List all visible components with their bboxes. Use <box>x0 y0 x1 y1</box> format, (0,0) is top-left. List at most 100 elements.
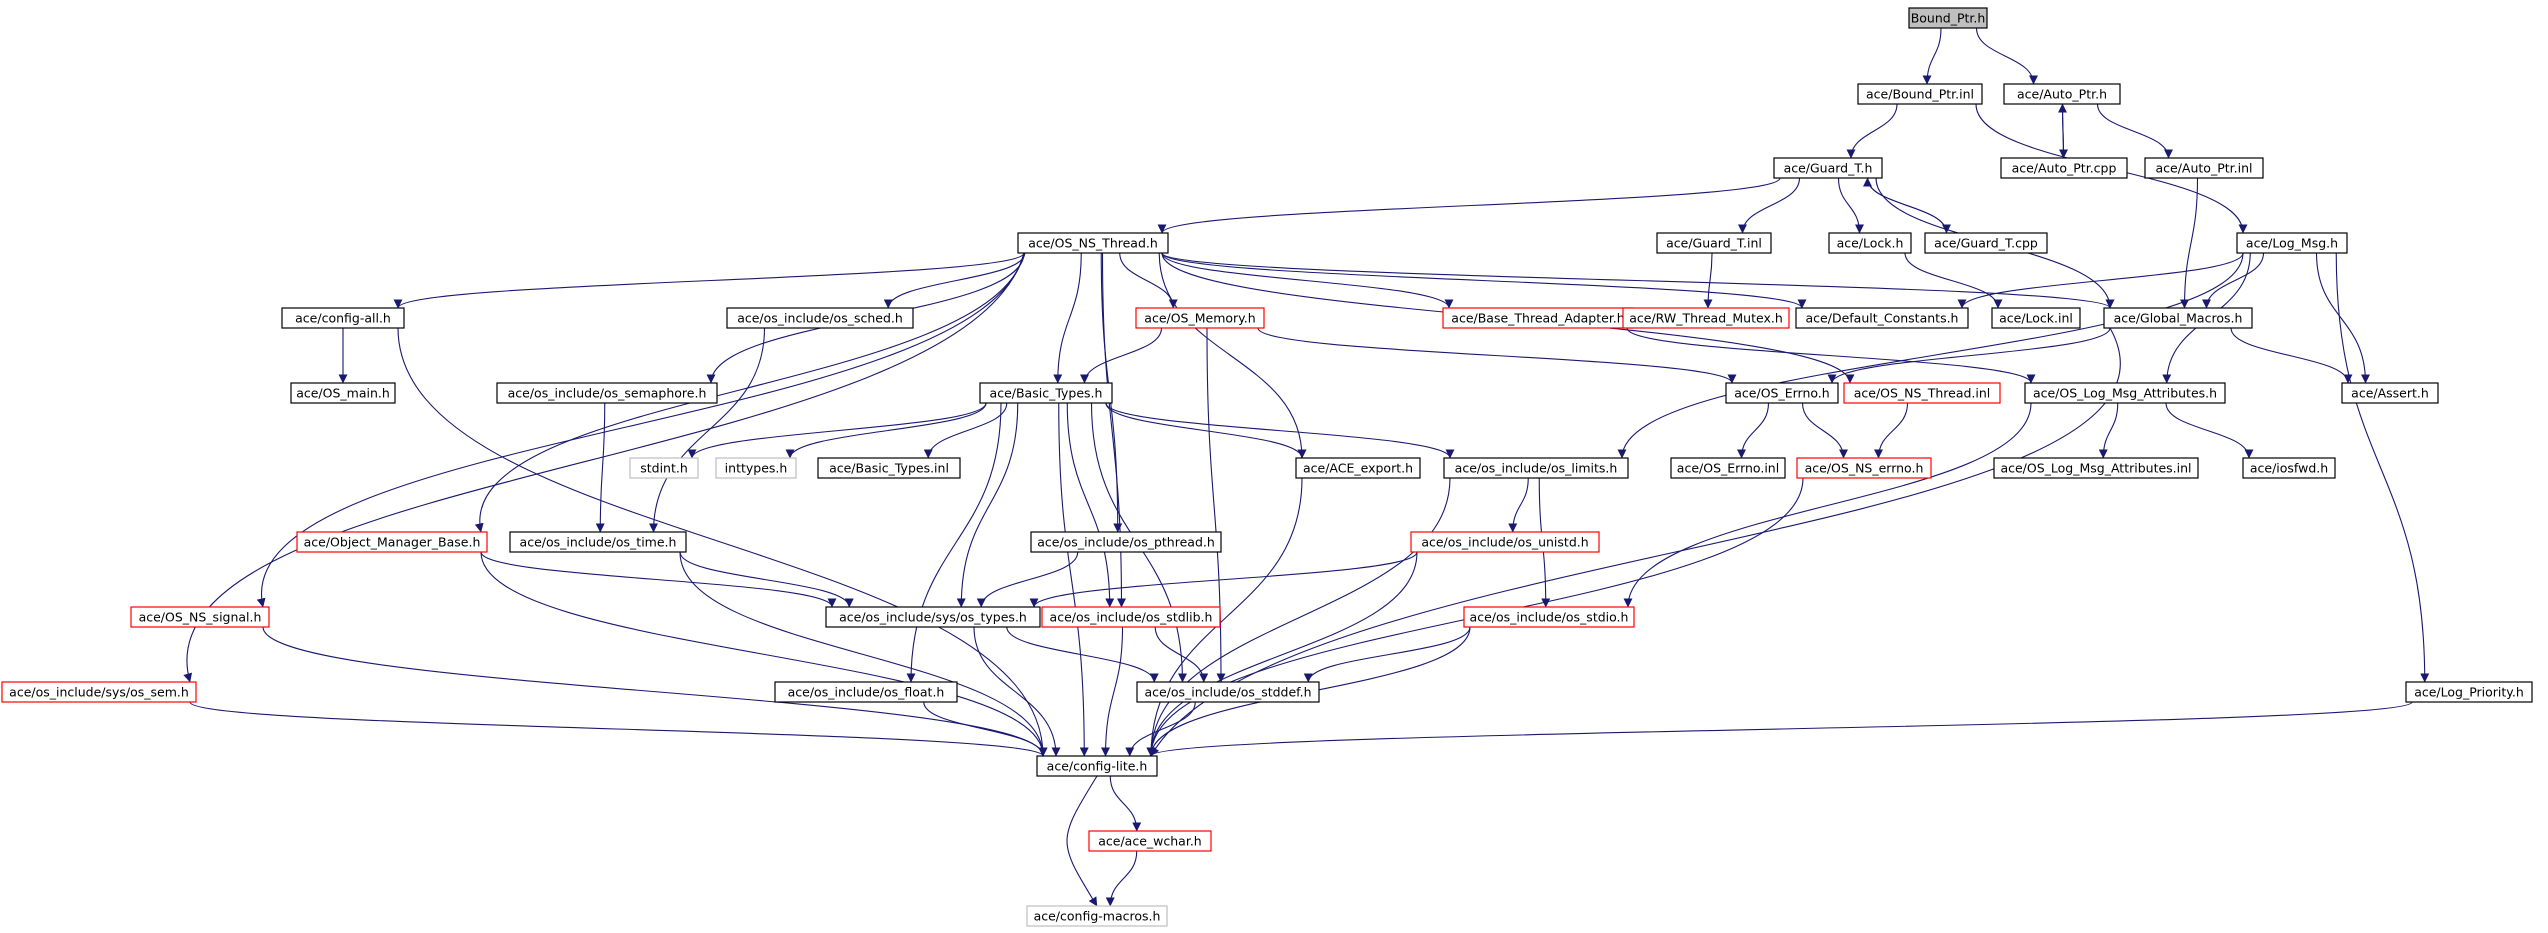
node-sys-os-types-h[interactable]: ace/os_include/sys/os_types.h <box>825 606 1041 628</box>
node-box <box>2000 157 2128 179</box>
node-label: ace/Log_Priority.h <box>2414 685 2524 700</box>
node-label: ace/Default_Constants.h <box>1806 311 1959 326</box>
node-os-time-h[interactable]: ace/os_include/os_time.h <box>509 531 687 553</box>
edge-path <box>973 626 1061 757</box>
node-box <box>2024 382 2226 404</box>
edge-path <box>1158 252 1307 459</box>
edge-path <box>1066 775 1098 907</box>
node-os-semaphore-h[interactable]: ace/os_include/os_semaphore.h <box>496 382 718 404</box>
node-auto-ptr-inl[interactable]: ace/Auto_Ptr.inl <box>2144 157 2264 179</box>
edge-path <box>1146 477 1303 757</box>
node-auto-ptr-h[interactable]: ace/Auto_Ptr.h <box>2003 83 2121 105</box>
node-os-errno-inl[interactable]: ace/OS_Errno.inl <box>1670 457 1786 479</box>
node-assert-h[interactable]: ace/Assert.h <box>2341 382 2439 404</box>
node-os-memory-h[interactable]: ace/OS_Memory.h <box>1135 307 1265 329</box>
edge-path <box>976 551 1079 608</box>
node-sys-os-sem-h[interactable]: ace/os_include/sys/os_sem.h <box>1 681 197 703</box>
edge-guard_t_h-to-os_ns_thread_h <box>1157 177 1781 234</box>
edge-bound_ptr_inl-to-guard_t_h <box>1846 103 1898 159</box>
node-os-stdio-h[interactable]: ace/os_include/os_stdio.h <box>1463 606 1635 628</box>
node-os-stdlib-h[interactable]: ace/os_include/os_stdlib.h <box>1041 606 1221 628</box>
node-log-msg-h[interactable]: ace/Log_Msg.h <box>2236 232 2348 254</box>
node-box <box>715 457 797 479</box>
node-box <box>1924 232 2048 254</box>
edge-os_semaphore_h-to-os_time_h <box>595 402 606 533</box>
edge-path <box>1154 626 1209 683</box>
node-os-log-msg-attributes-h[interactable]: ace/OS_Log_Msg_Attributes.h <box>2024 382 2226 404</box>
node-box <box>130 606 270 628</box>
node-os-pthread-h[interactable]: ace/os_include/os_pthread.h <box>1030 531 1222 553</box>
node-basic-types-h[interactable]: ace/Basic_Types.h <box>979 382 1113 404</box>
node-box <box>290 382 396 404</box>
node-auto-ptr-cpp[interactable]: ace/Auto_Ptr.cpp <box>2000 157 2128 179</box>
edge-path <box>1006 626 1159 683</box>
node-guard-t-h[interactable]: ace/Guard_T.h <box>1773 157 1883 179</box>
node-global-macros-h[interactable]: ace/Global_Macros.h <box>2103 307 2253 329</box>
node-object-manager-base-h[interactable]: ace/Object_Manager_Base.h <box>296 531 488 553</box>
node-basic-types-inl[interactable]: ace/Basic_Types.inl <box>817 457 961 479</box>
node-box <box>1030 531 1222 553</box>
edge-os_ns_thread_h-to-sys_os_sem_h <box>183 252 1025 683</box>
node-label: ace/Log_Msg.h <box>2246 236 2338 251</box>
node-label: ace/os_include/os_limits.h <box>1455 461 1618 476</box>
node-label: ace/os_include/os_stdlib.h <box>1050 610 1213 625</box>
node-guard-t-inl[interactable]: ace/Guard_T.inl <box>1656 232 1772 254</box>
node-os-ns-errno-h[interactable]: ace/OS_NS_errno.h <box>1796 457 1932 479</box>
node-label: ace/OS_Log_Msg_Attributes.inl <box>2000 461 2191 476</box>
edge-path <box>1058 402 1089 757</box>
edge-base_thread_adapter_h-to-os_log_msg_attributes_h <box>1626 327 2036 384</box>
node-iosfwd-h[interactable]: ace/iosfwd.h <box>2242 457 2336 479</box>
node-box <box>1843 382 2001 404</box>
node-os-unistd-h[interactable]: ace/os_include/os_unistd.h <box>1410 531 1600 553</box>
edge-path <box>1837 177 1864 234</box>
node-os-errno-h[interactable]: ace/OS_Errno.h <box>1725 382 1839 404</box>
node-os-log-msg-attributes-inl[interactable]: ace/OS_Log_Msg_Attributes.inl <box>1993 457 2199 479</box>
edge-auto_ptr_h-to-auto_ptr_inl <box>2096 103 2173 159</box>
node-box <box>1443 457 1629 479</box>
node-log-priority-h[interactable]: ace/Log_Priority.h <box>2405 681 2533 703</box>
edge-basic_types_h-to-os_float_h <box>906 402 1002 683</box>
edge-path <box>649 327 766 533</box>
node-os-main-h[interactable]: ace/OS_main.h <box>290 382 396 404</box>
node-config-all-h[interactable]: ace/config-all.h <box>281 307 405 329</box>
node-os-float-h[interactable]: ace/os_include/os_float.h <box>774 681 958 703</box>
node-label: ace/os_include/os_float.h <box>788 685 945 700</box>
node-config-lite-h[interactable]: ace/config-lite.h <box>1036 755 1158 777</box>
node-default-constants-h[interactable]: ace/Default_Constants.h <box>1795 307 1969 329</box>
node-os-ns-thread-inl[interactable]: ace/OS_NS_Thread.inl <box>1843 382 2001 404</box>
node-box <box>1725 382 1839 404</box>
edge-path <box>1257 327 1737 384</box>
edge-path <box>2096 103 2173 159</box>
node-lock-inl[interactable]: ace/Lock.inl <box>1991 307 2081 329</box>
edge-path <box>2098 402 2119 459</box>
node-os-sched-h[interactable]: ace/os_include/os_sched.h <box>726 307 914 329</box>
node-bound-ptr-inl[interactable]: ace/Bound_Ptr.inl <box>1857 83 1983 105</box>
node-os-stddef-h[interactable]: ace/os_include/os_stddef.h <box>1136 681 1320 703</box>
edge-path <box>1101 626 1124 757</box>
node-ace-export-h[interactable]: ace/ACE_export.h <box>1295 457 1421 479</box>
node-box <box>2236 232 2348 254</box>
node-os-ns-signal-h[interactable]: ace/OS_NS_signal.h <box>130 606 270 628</box>
node-base-thread-adapter-h[interactable]: ace/Base_Thread_Adapter.h <box>1442 307 1634 329</box>
node-box <box>1828 232 1912 254</box>
edge-global_macros_h-to-assert_h <box>2230 327 2353 384</box>
node-ace-wchar-h[interactable]: ace/ace_wchar.h <box>1088 830 1212 852</box>
node-box <box>2405 681 2533 703</box>
edge-path <box>1161 252 1807 309</box>
node-label: ace/RW_Thread_Mutex.h <box>1629 311 1783 326</box>
edge-os_ns_signal_h-to-config_lite_h <box>262 626 1048 757</box>
node-box <box>1773 157 1883 179</box>
node-rw-thread-mutex-h[interactable]: ace/RW_Thread_Mutex.h <box>1622 307 1790 329</box>
edge-path <box>2315 252 2370 384</box>
node-bound-ptr-h[interactable]: Bound_Ptr.h <box>1908 7 1988 29</box>
node-os-ns-thread-h[interactable]: ace/OS_NS_Thread.h <box>1017 232 1169 254</box>
node-box <box>1136 681 1320 703</box>
edge-path <box>1053 252 1082 384</box>
edge-auto_ptr_inl-to-global_macros_h <box>2180 177 2199 309</box>
node-box <box>2003 83 2121 105</box>
node-lock-h[interactable]: ace/Lock.h <box>1828 232 1912 254</box>
node-box <box>1135 307 1265 329</box>
node-guard-t-cpp[interactable]: ace/Guard_T.cpp <box>1924 232 2048 254</box>
edge-path <box>1080 327 1163 384</box>
node-os-limits-h[interactable]: ace/os_include/os_limits.h <box>1443 457 1629 479</box>
